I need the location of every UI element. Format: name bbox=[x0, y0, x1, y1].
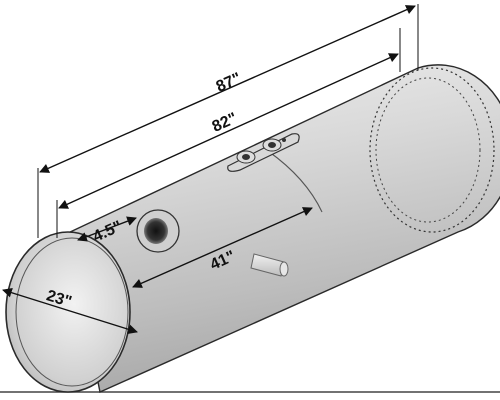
label-overall-length: 87" bbox=[214, 70, 244, 96]
front-end-cap bbox=[5, 231, 131, 393]
dimension-line-offset bbox=[77, 216, 137, 242]
dimension-line-body-length bbox=[58, 53, 399, 209]
fill-neck-opening bbox=[136, 209, 180, 253]
label-body-length: 82" bbox=[210, 110, 240, 136]
label-diameter: 23" bbox=[44, 287, 73, 311]
dimension-line-mid-length bbox=[132, 207, 313, 288]
tank-body bbox=[67, 64, 500, 393]
dimension-line-diameter bbox=[2, 287, 138, 335]
